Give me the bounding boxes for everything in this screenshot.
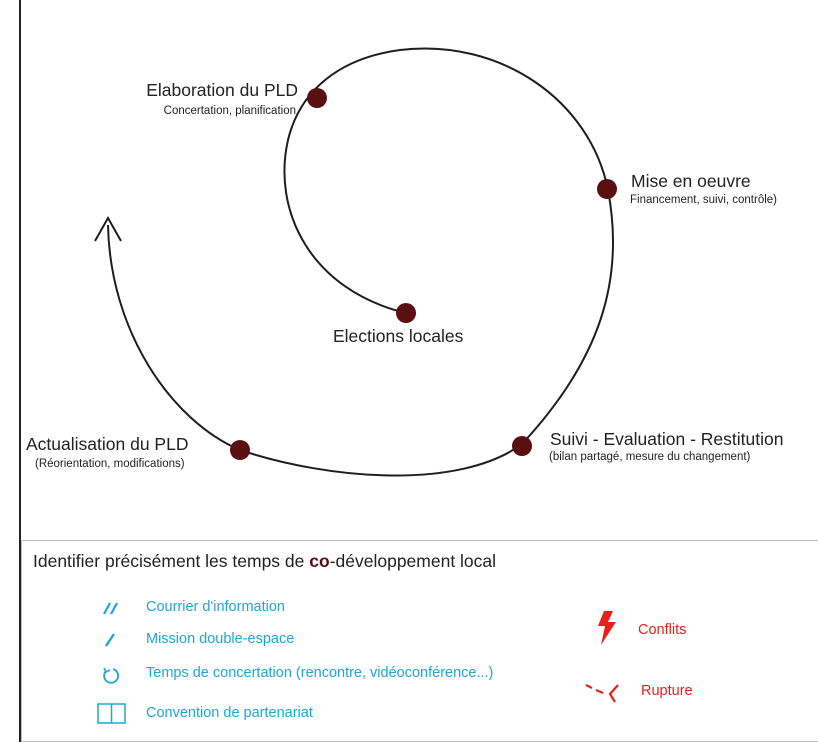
suivi-subtitle: (bilan partagé, mesure du changement) — [549, 451, 751, 463]
lightning-icon — [598, 611, 616, 645]
node-elections — [396, 303, 416, 323]
node-suivi — [512, 436, 532, 456]
mise-en-oeuvre-subtitle: Financement, suivi, contrôle) — [630, 194, 778, 206]
node-actualisation — [230, 440, 250, 460]
legend-title-after: -développement local — [329, 551, 497, 571]
actualisation-title: Actualisation du PLD — [26, 434, 189, 454]
suivi-title: Suivi - Evaluation - Restitution — [550, 429, 784, 449]
elaboration-subtitle: Concertation, planification — [163, 105, 296, 117]
spiral-arrowhead-icon — [94, 215, 122, 242]
cycle-diagram — [94, 47, 617, 477]
mise-en-oeuvre-title: Mise en oeuvre — [631, 171, 751, 191]
double-slash-icon — [103, 602, 118, 615]
legend-item-mission: Mission double-espace — [146, 631, 295, 647]
legend-title: Identifier précisément les temps de co-d… — [33, 551, 496, 572]
legend-item-concertation: Temps de concertation (rencontre, vidéoc… — [146, 665, 494, 681]
legend-item-convention: Convention de partenariat — [146, 705, 313, 721]
legend-item-rupture: Rupture — [641, 683, 693, 699]
node-mise-en-oeuvre — [597, 179, 617, 199]
legend-item-courrier: Courrier d'information — [146, 599, 285, 615]
node-elaboration — [307, 88, 327, 108]
legend-title-emph: co — [309, 551, 330, 571]
elaboration-title: Elaboration du PLD — [146, 80, 298, 100]
elections-title: Elections locales — [333, 326, 464, 346]
left-border-line — [19, 0, 21, 742]
broken-line-icon — [585, 684, 619, 703]
circle-arrow-icon — [103, 667, 120, 684]
legend-item-conflits: Conflits — [638, 622, 687, 638]
rectangle-icon — [97, 703, 126, 724]
legend-title-before: Identifier précisément les temps de — [33, 551, 310, 571]
actualisation-subtitle: (Réorientation, modifications) — [35, 458, 185, 470]
single-slash-icon — [105, 633, 115, 647]
